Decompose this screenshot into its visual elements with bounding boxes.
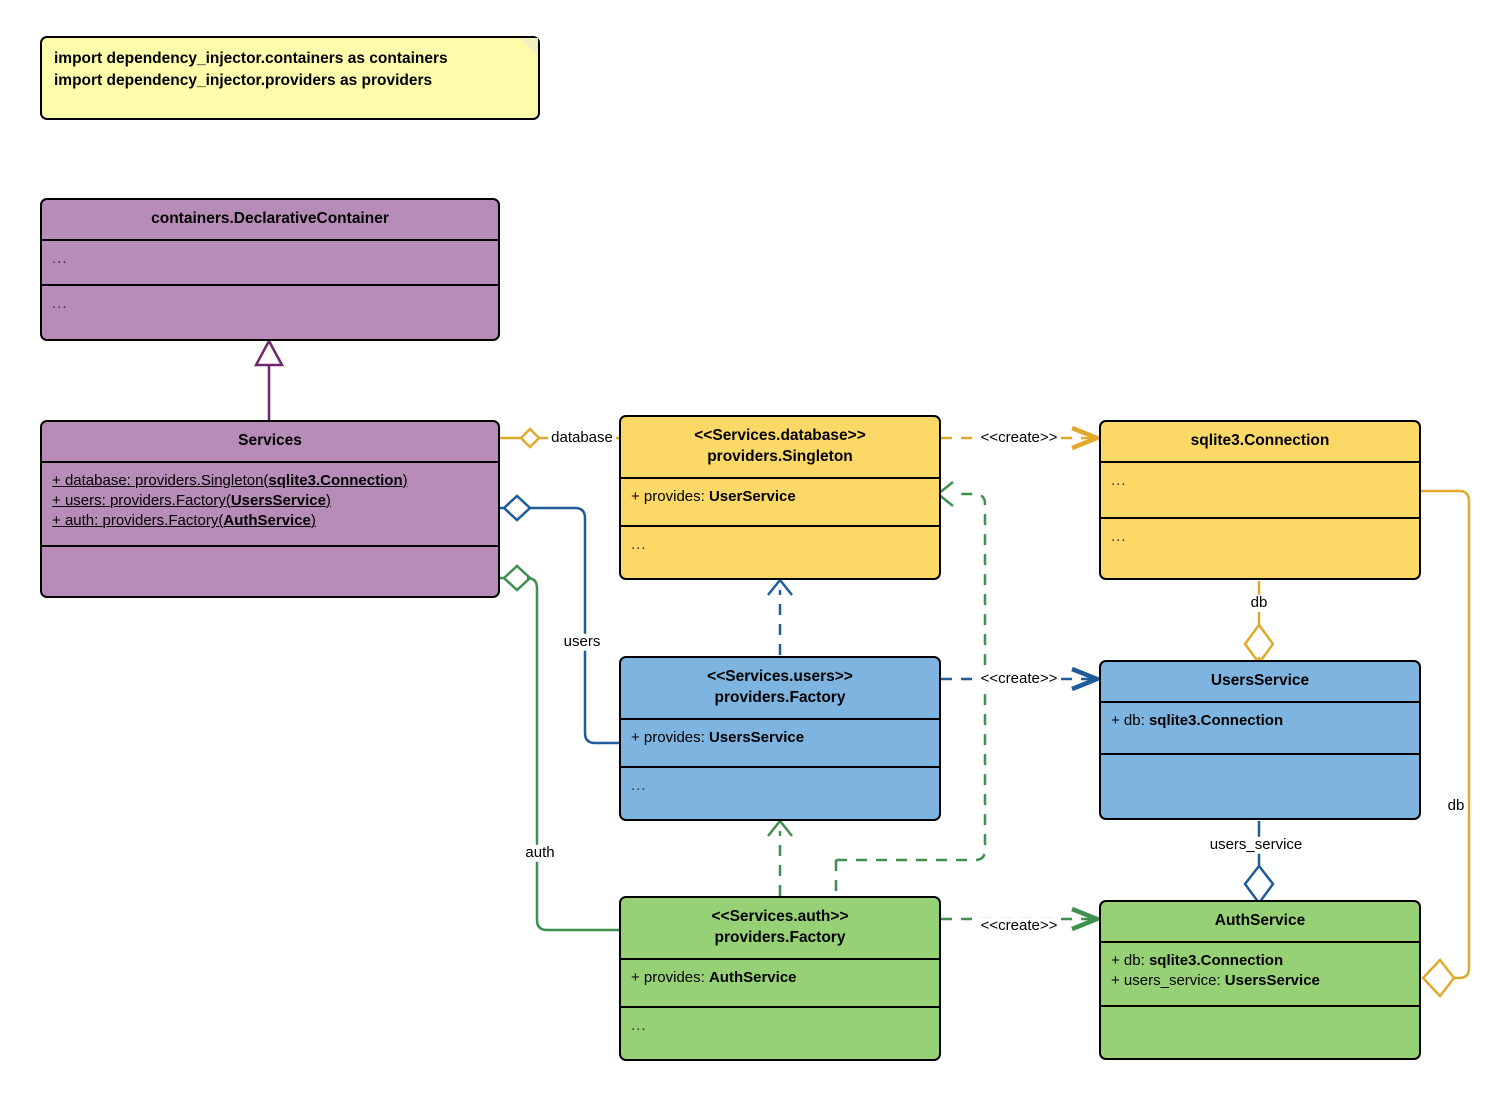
edge-label-create-database: <<create>> bbox=[977, 429, 1061, 447]
attributes-compartment-users-provider: + provides: UsersService bbox=[621, 717, 939, 766]
attributes-compartment-sqlite3-connection: ... bbox=[1101, 460, 1419, 517]
attribute-auth: + auth: providers.Factory(AuthService) bbox=[52, 512, 316, 530]
class-users-service[interactable]: UsersService + db: sqlite3.Connection bbox=[1099, 660, 1421, 820]
classname-providers-factory-users: providers.Factory bbox=[714, 688, 846, 706]
methods-compartment-database-provider: ... bbox=[621, 524, 939, 573]
attributes-compartment-auth-provider: + provides: AuthService bbox=[621, 957, 939, 1006]
classname-providers-factory-auth: providers.Factory bbox=[714, 928, 846, 946]
class-title-sqlite3-connection: sqlite3.Connection bbox=[1190, 432, 1330, 449]
note-fold-icon bbox=[520, 38, 538, 56]
edge-label-users: users bbox=[560, 633, 604, 651]
methods-compartment-auth-service bbox=[1101, 1004, 1419, 1049]
provides-value: UserService bbox=[708, 487, 796, 505]
attribute-db: + db: sqlite3.Connection bbox=[1111, 951, 1409, 971]
provides-label: + provides: bbox=[631, 487, 709, 505]
class-auth-service[interactable]: AuthService + db: sqlite3.Connection + u… bbox=[1099, 900, 1421, 1060]
provides-value: AuthService bbox=[708, 968, 797, 986]
classname-providers-singleton: providers.Singleton bbox=[707, 447, 853, 465]
stereotype-services-database: <<Services.database>> bbox=[694, 427, 866, 444]
class-services-database-provider[interactable]: <<Services.database>> providers.Singleto… bbox=[619, 415, 941, 580]
edge-dep-users-database bbox=[767, 577, 793, 655]
note-line-1: import dependency_injector.containers as… bbox=[54, 50, 448, 67]
edge-authservice-db bbox=[1420, 489, 1471, 998]
attribute-db-label: + db: bbox=[1111, 711, 1149, 729]
edge-label-db-authservice: db bbox=[1444, 797, 1468, 815]
methods-compartment-services bbox=[42, 544, 498, 587]
methods-compartment-auth-provider: ... bbox=[621, 1005, 939, 1054]
note-line-2: import dependency_injector.providers as … bbox=[54, 72, 433, 90]
edge-authservice-users-service bbox=[1243, 821, 1275, 906]
edge-dep-auth-users bbox=[767, 818, 793, 896]
edge-services-auth bbox=[500, 564, 619, 932]
attributes-compartment-database-provider: + provides: UserService bbox=[621, 476, 939, 525]
class-title-services-users-provider: <<Services.users>> providers.Factory bbox=[621, 658, 939, 718]
attribute-users-service-value: UsersService bbox=[1224, 972, 1320, 990]
class-title-auth-service: AuthService bbox=[1214, 912, 1306, 929]
stereotype-services-auth: <<Services.auth>> bbox=[711, 908, 849, 925]
methods-compartment-users-provider: ... bbox=[621, 765, 939, 814]
class-title-services: Services bbox=[238, 432, 302, 449]
attribute-db-value: sqlite3.Connection bbox=[1148, 951, 1284, 969]
attributes-compartment-users-service: + db: sqlite3.Connection bbox=[1101, 700, 1419, 753]
edge-label-database: database bbox=[548, 429, 616, 447]
edge-label-users-service: users_service bbox=[1206, 836, 1306, 854]
provides-label: + provides: bbox=[631, 968, 709, 986]
attributes-compartment-services: + database: providers.Singleton(sqlite3.… bbox=[42, 460, 498, 545]
attribute-users-service: + users_service: UsersService bbox=[1111, 971, 1409, 991]
edge-label-auth: auth bbox=[522, 844, 558, 862]
provides-value: UsersService bbox=[708, 728, 805, 746]
class-services-auth-provider[interactable]: <<Services.auth>> providers.Factory + pr… bbox=[619, 896, 941, 1061]
methods-compartment-sqlite3-connection: ... bbox=[1101, 516, 1419, 575]
attribute-db-label: + db: bbox=[1111, 951, 1149, 969]
class-services[interactable]: Services + database: providers.Singleton… bbox=[40, 420, 500, 598]
provides-label: + provides: bbox=[631, 728, 709, 746]
class-title-users-service: UsersService bbox=[1210, 672, 1310, 689]
import-note: import dependency_injector.containers as… bbox=[40, 36, 540, 120]
class-title-services-database-provider: <<Services.database>> providers.Singleto… bbox=[621, 417, 939, 477]
attribute-users-service-label: + users_service: bbox=[1111, 972, 1225, 990]
attribute-database: + database: providers.Singleton(sqlite3.… bbox=[52, 471, 408, 489]
edge-inheritance-services-container bbox=[253, 338, 285, 420]
class-title-services-auth-provider: <<Services.auth>> providers.Factory bbox=[621, 898, 939, 958]
attributes-compartment-auth-service: + db: sqlite3.Connection + users_service… bbox=[1101, 940, 1419, 1005]
class-declarative-container[interactable]: containers.DeclarativeContainer ... ... bbox=[40, 198, 500, 341]
attribute-db-value: sqlite3.Connection bbox=[1148, 711, 1284, 729]
class-title-declarative-container: containers.DeclarativeContainer bbox=[151, 210, 389, 227]
edge-services-users bbox=[500, 494, 619, 745]
edge-label-db-usersservice: db bbox=[1247, 594, 1271, 612]
class-sqlite3-connection[interactable]: sqlite3.Connection ... ... bbox=[1099, 420, 1421, 580]
methods-compartment-users-service bbox=[1101, 752, 1419, 809]
attributes-compartment-declarative-container: ... bbox=[42, 238, 498, 284]
stereotype-services-users: <<Services.users>> bbox=[707, 668, 853, 685]
attribute-users: + users: providers.Factory(UsersService) bbox=[52, 492, 331, 510]
methods-compartment-declarative-container: ... bbox=[42, 283, 498, 332]
edge-label-create-auth: <<create>> bbox=[977, 917, 1061, 935]
edge-label-create-users: <<create>> bbox=[977, 670, 1061, 688]
class-services-users-provider[interactable]: <<Services.users>> providers.Factory + p… bbox=[619, 656, 941, 821]
